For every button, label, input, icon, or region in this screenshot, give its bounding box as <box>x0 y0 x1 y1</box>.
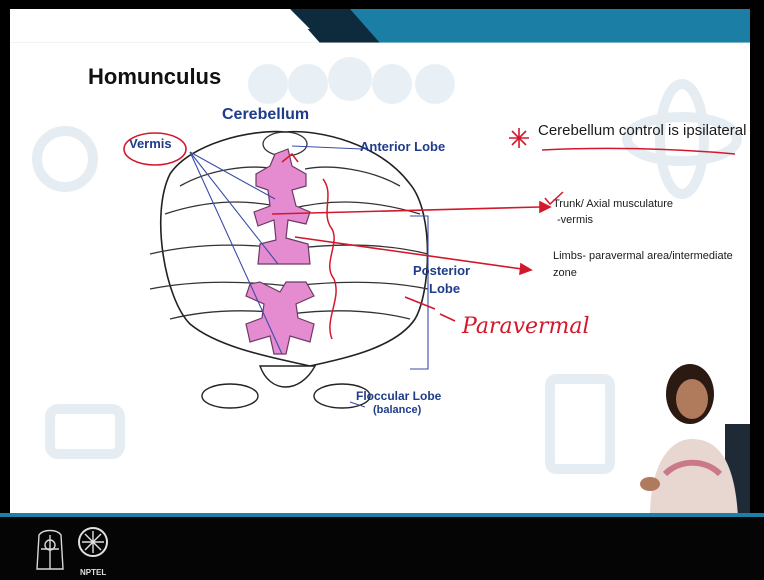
nptel-logo-label: NPTEL <box>80 568 106 577</box>
handwritten-paravermal: Paravermal <box>462 314 590 339</box>
nptel-logo-icon <box>70 525 116 567</box>
institute-emblem-icon <box>33 525 67 573</box>
presenter-video <box>620 354 750 517</box>
lecture-slide: Homunculus <box>10 9 750 517</box>
